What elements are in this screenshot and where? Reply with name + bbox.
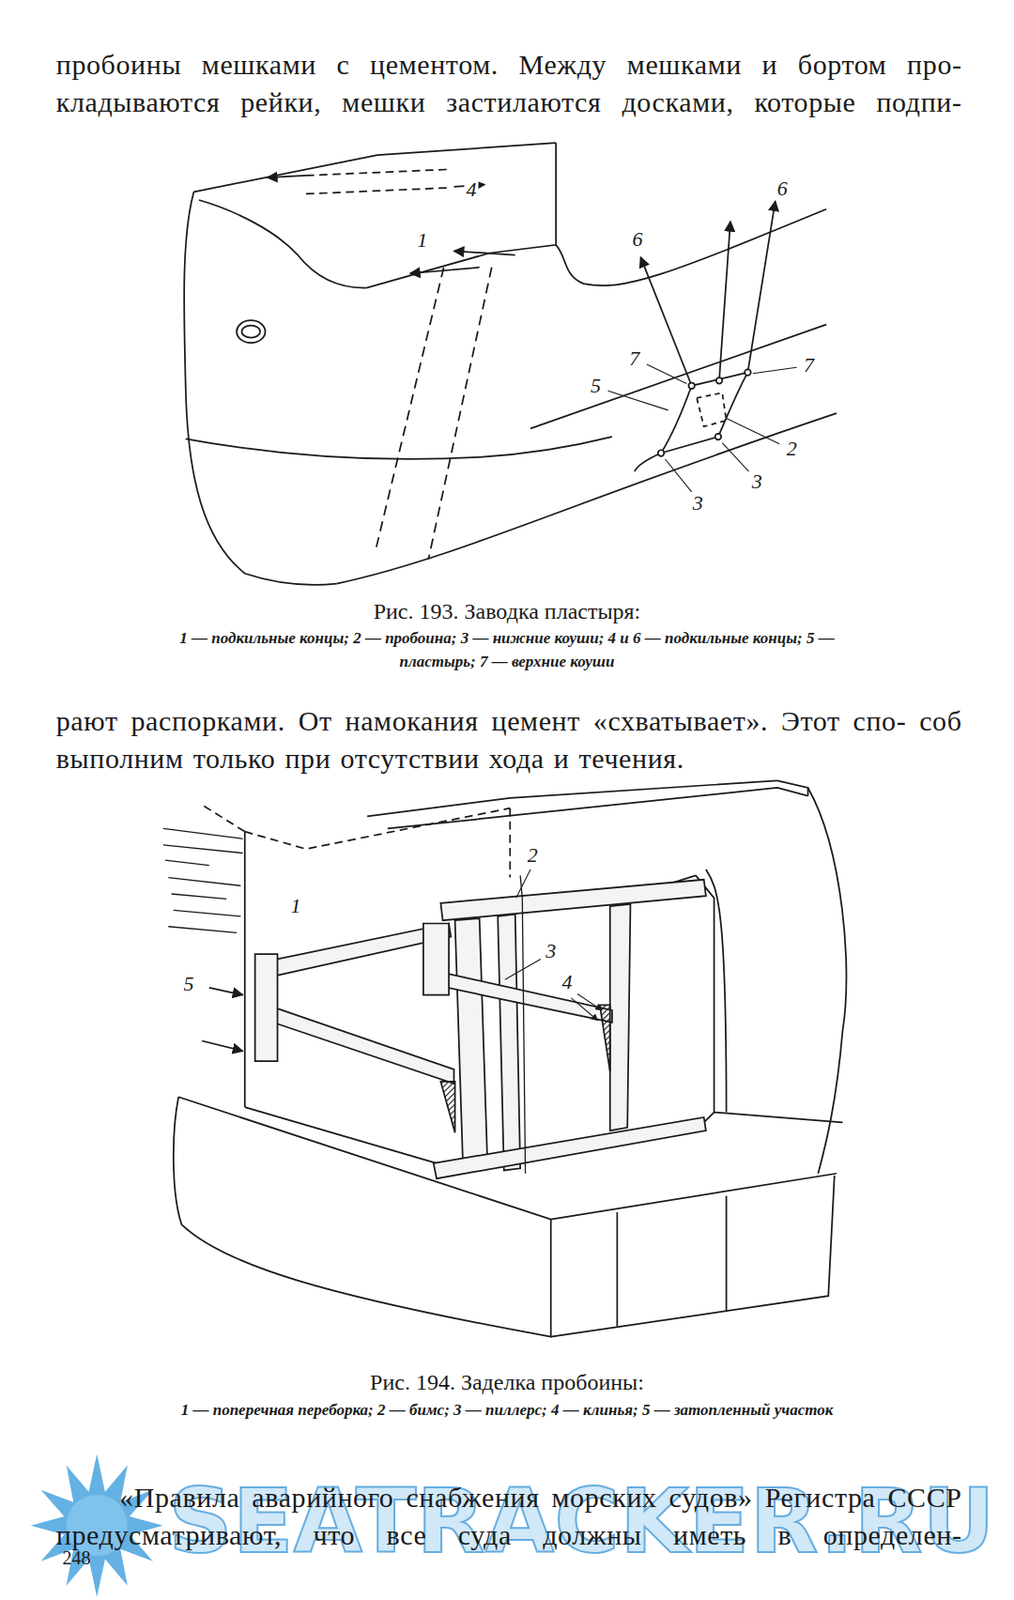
callout-number: 1 (289, 894, 304, 918)
callout-number: 6 (630, 228, 646, 251)
leader-lines (608, 364, 798, 492)
callout-number: 2 (525, 844, 540, 867)
figure-legend: 1 — поперечная переборка; 2 — бимс; 3 — … (180, 1398, 833, 1422)
hull-drawing (184, 142, 837, 585)
callout-number: 4 (560, 970, 575, 994)
body-text: рают распорками. От намокания цемент «сх… (56, 702, 963, 778)
callout-number: 7 (801, 353, 816, 377)
body-text: «Правила аварийного снабжения морских су… (56, 1478, 963, 1554)
callout-number: 3 (691, 491, 706, 515)
callout-number: 4 (463, 178, 478, 201)
callout-number: 3 (543, 939, 558, 963)
callout-number: 6 (775, 177, 790, 200)
figure-caption: Рис. 194. Заделка пробоины: (200, 1367, 814, 1397)
figure-legend: 1 — подкильные концы; 2 — пробоина; 3 — … (150, 626, 865, 674)
body-text: пробоины мешками с цементом. Между мешка… (56, 46, 963, 122)
compartment-drawing (163, 780, 847, 1337)
callout-number: 3 (750, 470, 765, 493)
callout-number: 5 (182, 972, 197, 996)
callout-number: 5 (588, 374, 603, 398)
callout-number: 1 (414, 229, 430, 252)
leader-lines (505, 869, 602, 1021)
figure-caption: Рис. 193. Заводка пластыря: (200, 597, 814, 626)
callout-number: 7 (627, 347, 642, 370)
page-number: 248 (61, 1547, 91, 1569)
callout-number: 2 (784, 437, 799, 461)
